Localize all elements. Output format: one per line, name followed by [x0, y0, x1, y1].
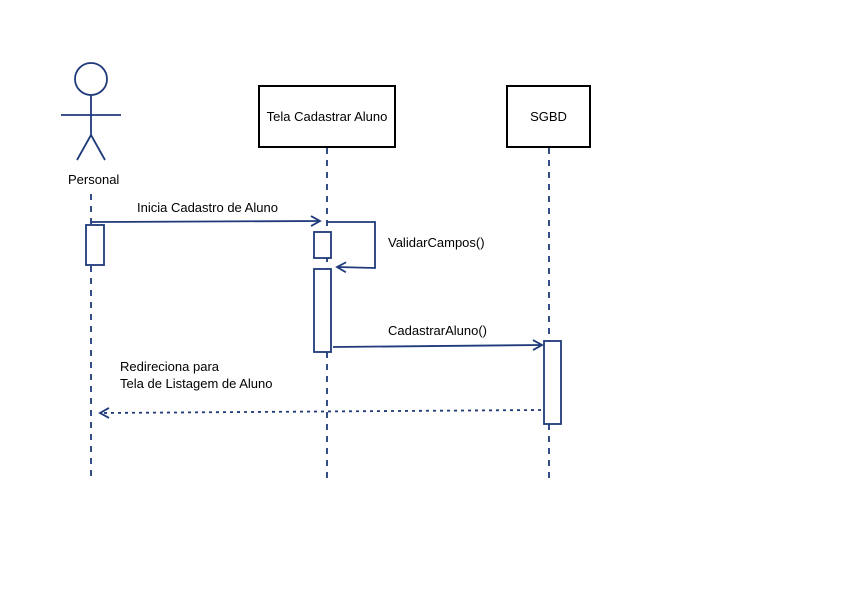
participant-label-tela-cadastrar-aluno: Tela Cadastrar Aluno: [266, 109, 388, 124]
participant-label-sgbd: SGBD: [530, 109, 567, 124]
message-arrow-inicia-cadastro: [90, 215, 322, 227]
actor-right-leg: [90, 134, 106, 161]
actor-name-label: Personal: [68, 172, 120, 187]
message-label-inicia-cadastro: Inicia Cadastro de Aluno: [137, 200, 278, 215]
actor-stick-figure-icon: [61, 62, 121, 161]
activation-bar-personal: [85, 224, 105, 266]
message-arrow-redireciona: [98, 407, 542, 419]
activation-bar-tela-2: [313, 268, 332, 353]
message-arrow-validar-campos: [327, 221, 376, 274]
participant-box-sgbd: SGBD: [506, 85, 591, 148]
message-label-redireciona-line1: Redireciona para: [120, 359, 220, 374]
participant-box-tela-cadastrar-aluno: Tela Cadastrar Aluno: [258, 85, 396, 148]
activation-bar-tela-1: [313, 231, 332, 259]
message-arrow-cadastrar-aluno: [332, 339, 544, 351]
activation-bar-sgbd: [543, 340, 562, 425]
message-label-validar-campos: ValidarCampos(): [388, 235, 485, 250]
message-label-cadastrar-aluno: CadastrarAluno(): [388, 323, 487, 338]
actor-left-leg: [76, 134, 92, 161]
message-label-redireciona-line2: Tela de Listagem de Aluno: [120, 376, 273, 391]
actor-head: [74, 62, 108, 96]
